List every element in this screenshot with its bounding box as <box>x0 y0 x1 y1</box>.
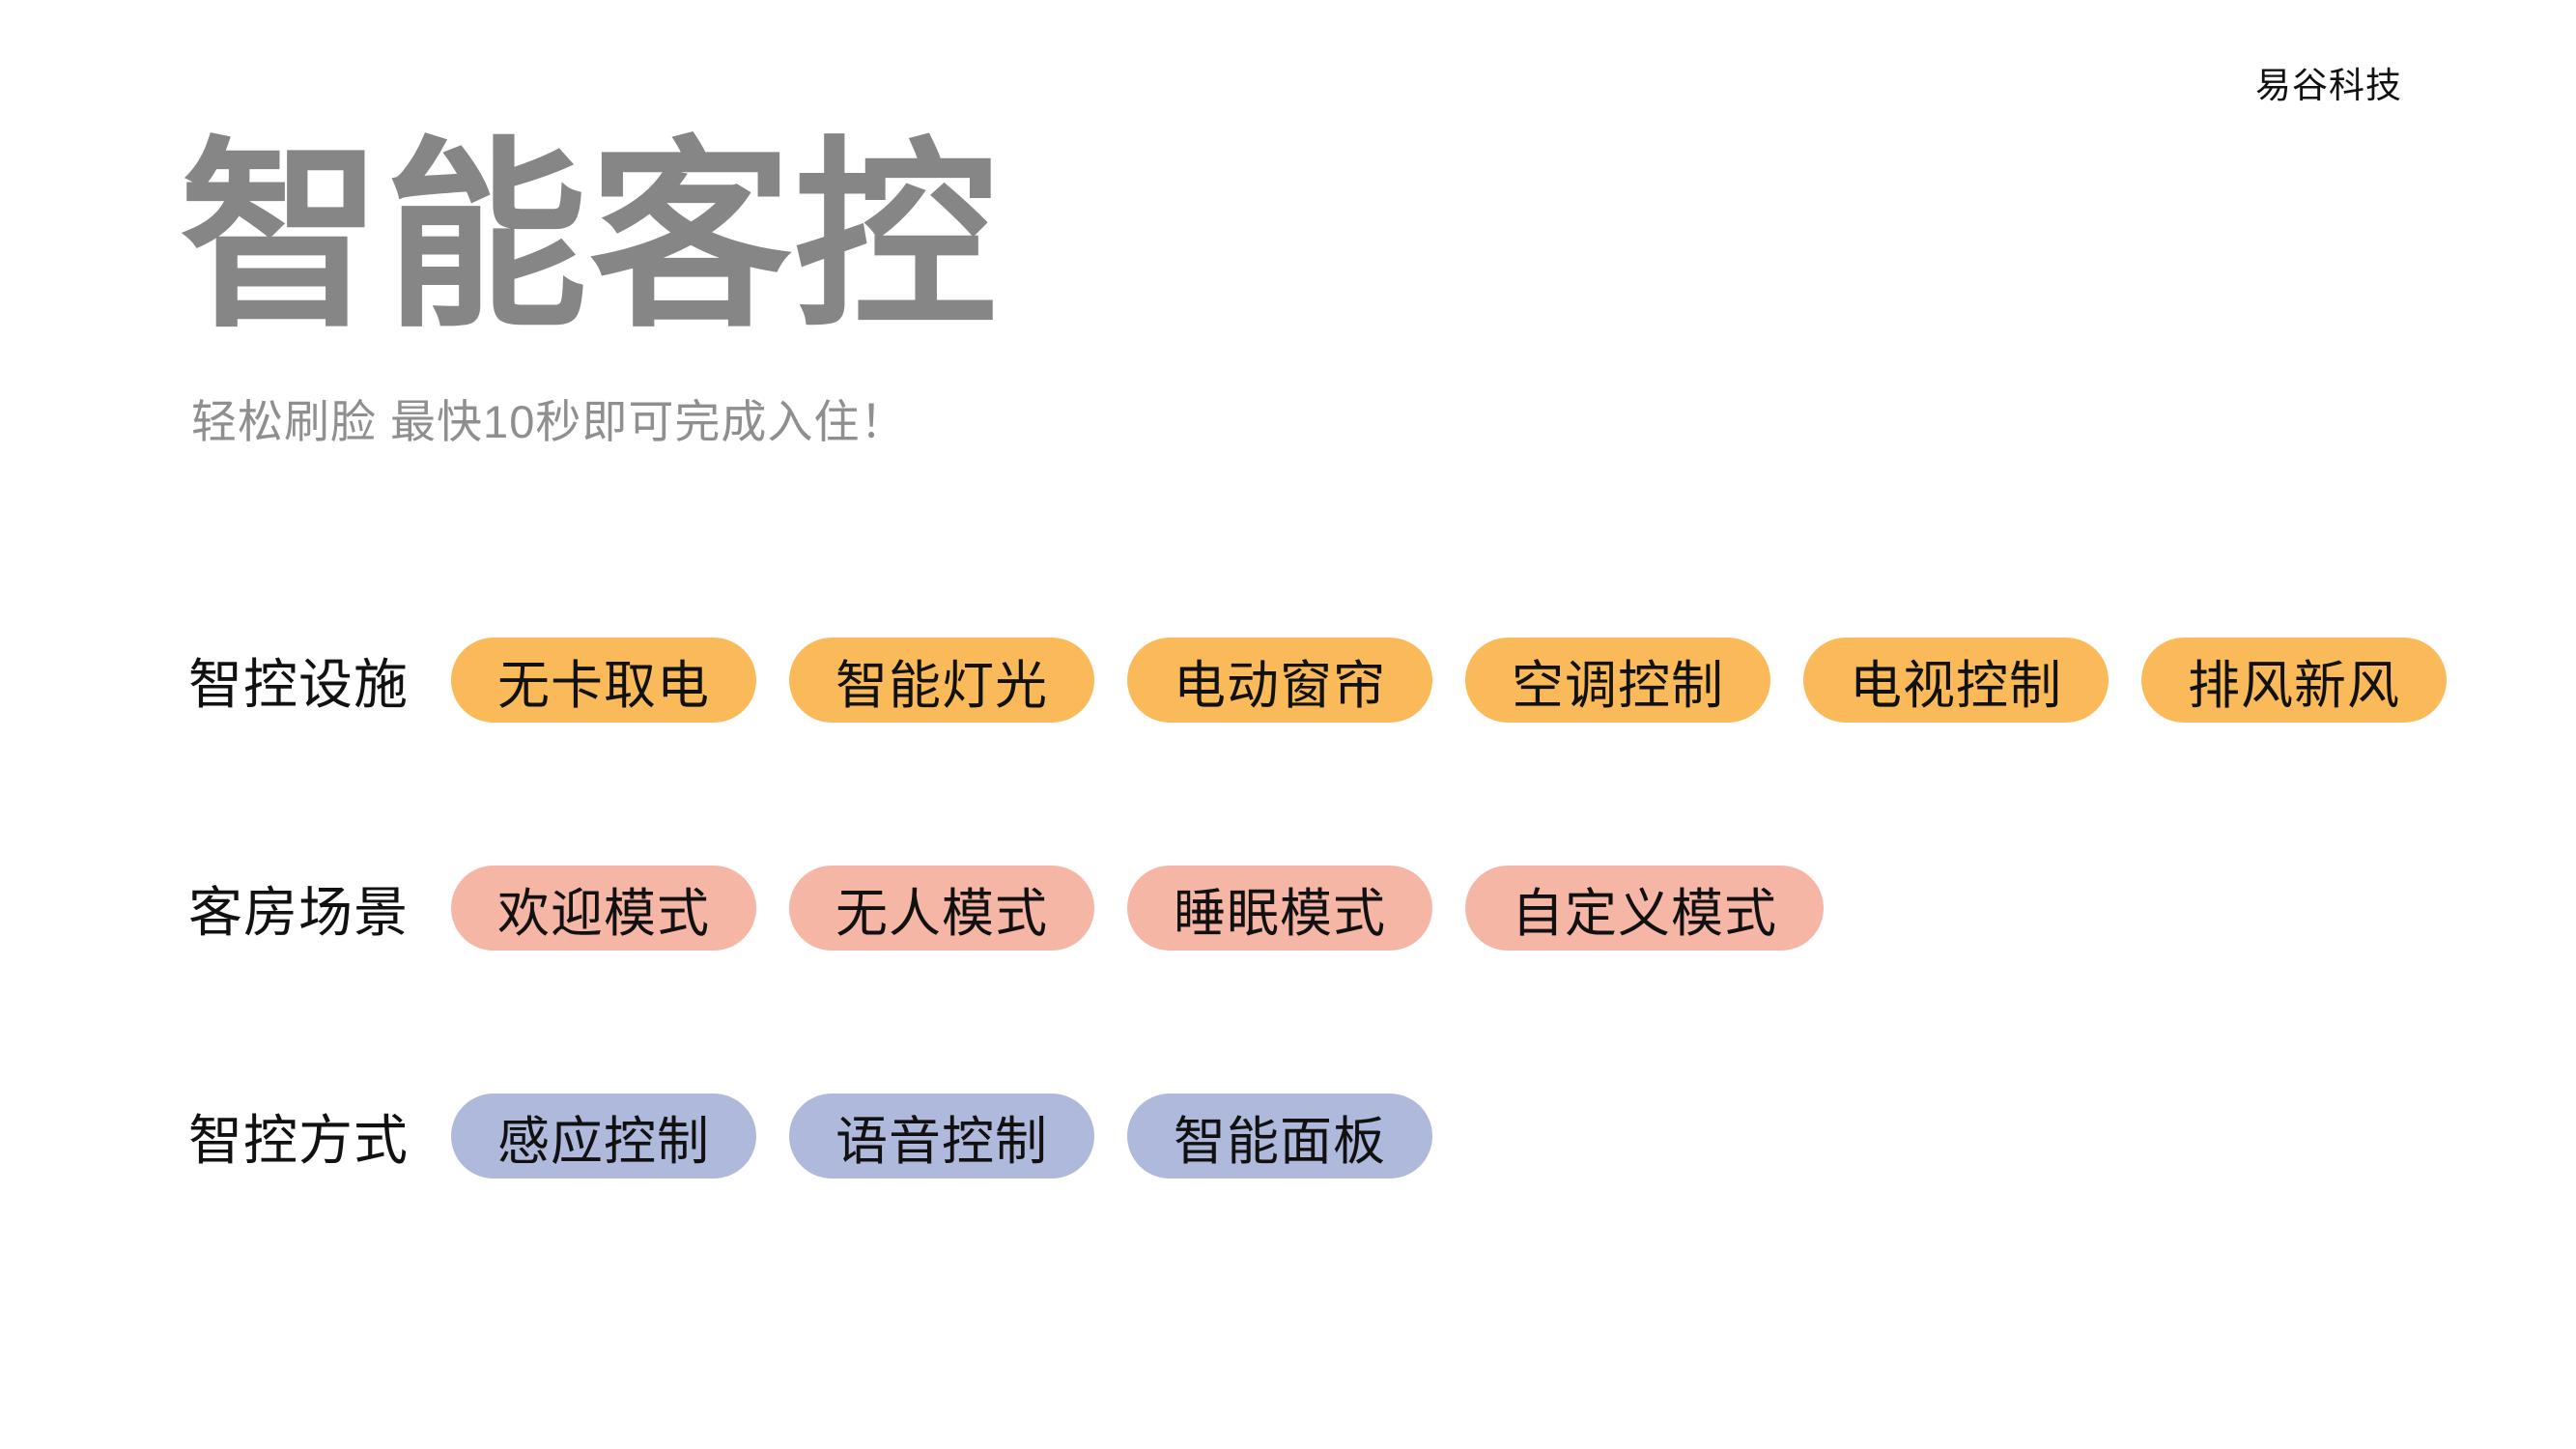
row-label: 智控设施 <box>188 653 409 715</box>
feature-pill: 无卡取电 <box>451 638 756 723</box>
page-title: 智能客控 <box>180 124 1000 351</box>
feature-pill: 智能面板 <box>1127 1094 1432 1179</box>
feature-pill: 空调控制 <box>1465 638 1770 723</box>
feature-pill: 语音控制 <box>789 1094 1094 1179</box>
feature-pill: 自定义模式 <box>1465 866 1824 951</box>
feature-pill: 睡眠模式 <box>1127 866 1432 951</box>
brand-name: 易谷科技 <box>2255 66 2402 105</box>
feature-pill: 电动窗帘 <box>1127 638 1432 723</box>
feature-pill: 欢迎模式 <box>451 866 756 951</box>
feature-pill: 感应控制 <box>451 1094 756 1179</box>
feature-pill: 无人模式 <box>789 866 1094 951</box>
feature-pill: 排风新风 <box>2141 638 2447 723</box>
pill-group: 无卡取电智能灯光电动窗帘空调控制电视控制排风新风 <box>451 638 2447 723</box>
feature-row-1: 智控设施无卡取电智能灯光电动窗帘空调控制电视控制排风新风 <box>188 638 2576 723</box>
page-subtitle: 轻松刷脸 最快10秒即可完成入住！ <box>191 396 907 447</box>
feature-row-2: 客房场景欢迎模式无人模式睡眠模式自定义模式 <box>188 866 2576 951</box>
row-label: 客房场景 <box>188 881 409 943</box>
feature-pill: 电视控制 <box>1803 638 2109 723</box>
feature-row-3: 智控方式感应控制语音控制智能面板 <box>188 1094 2576 1179</box>
feature-pill: 智能灯光 <box>789 638 1094 723</box>
row-label: 智控方式 <box>188 1109 409 1171</box>
pill-group: 感应控制语音控制智能面板 <box>451 1094 1432 1179</box>
pill-group: 欢迎模式无人模式睡眠模式自定义模式 <box>451 866 1824 951</box>
feature-rows: 智控设施无卡取电智能灯光电动窗帘空调控制电视控制排风新风客房场景欢迎模式无人模式… <box>188 638 2576 1321</box>
